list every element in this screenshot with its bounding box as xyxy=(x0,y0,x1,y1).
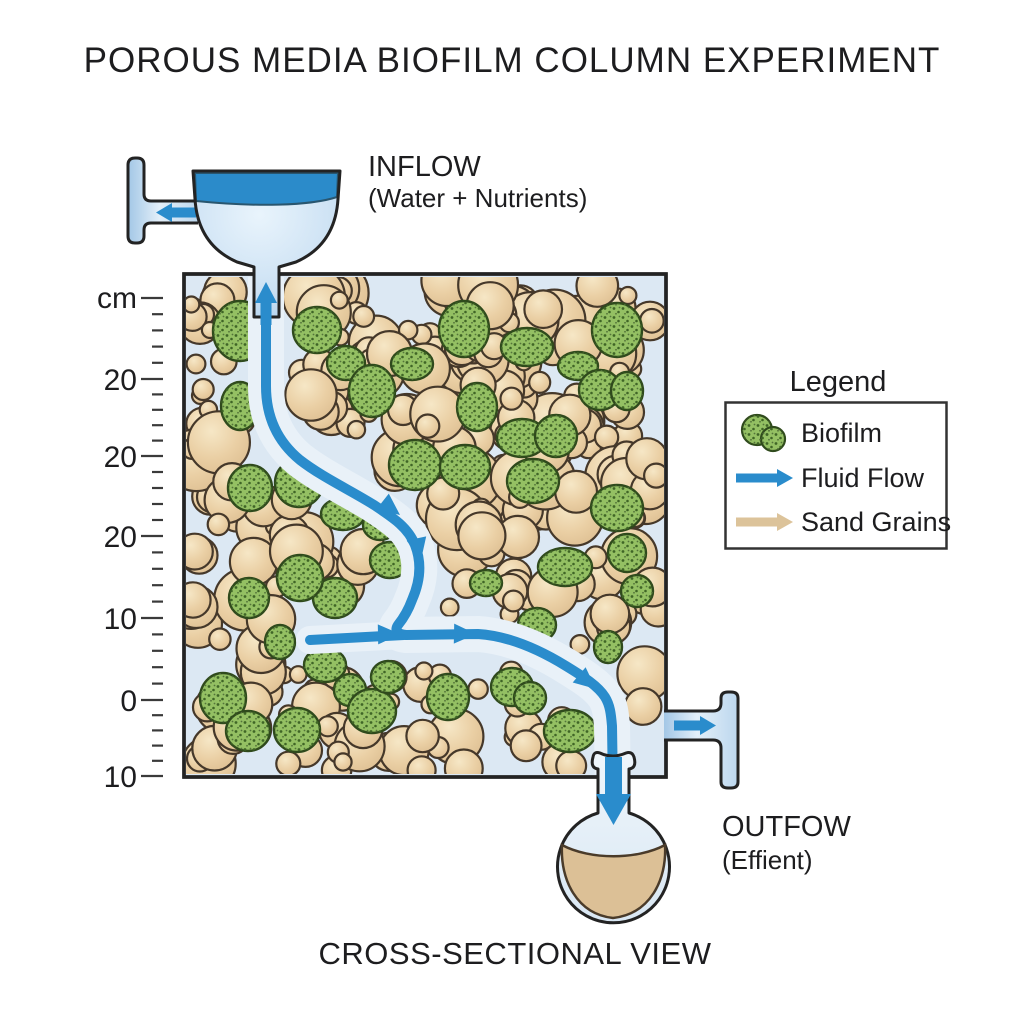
inflow-assembly xyxy=(126,156,342,325)
effluent-flask xyxy=(556,751,671,925)
outflow-label: OUTFOW xyxy=(722,811,851,843)
legend-item-sand-grains: Sand Grains xyxy=(736,507,951,537)
ruler-unit-label: cm xyxy=(97,282,137,315)
inflow-pipe-arrow xyxy=(156,203,196,222)
legend-item-label: Fluid Flow xyxy=(801,463,925,493)
view-caption: CROSS-SECTIONAL VIEW xyxy=(319,936,712,971)
ruler-tick-label: 10 xyxy=(104,761,137,794)
outflow-pipe-arrow xyxy=(674,716,716,735)
page-title: POROUS MEDIA BIOFILM COLUMN EXPERIMENT xyxy=(84,41,941,80)
funnel-bowl-water xyxy=(193,171,340,317)
funnel-water-surface xyxy=(193,172,340,206)
fluid-flow-arrowheads xyxy=(376,493,596,689)
ruler-tick-label: 0 xyxy=(120,685,137,718)
inflow-sublabel: (Water + Nutrients) xyxy=(368,183,587,213)
flask-liquid xyxy=(560,842,667,920)
biofilm-swatch-icon xyxy=(740,413,787,453)
ruler-scale: cm 20 20 20 10 0 10 xyxy=(97,282,163,794)
ruler-tick-label: 20 xyxy=(104,521,137,554)
legend-item-label: Sand Grains xyxy=(801,507,951,537)
legend-item-label: Biofilm xyxy=(801,418,882,448)
ruler-tick-label: 20 xyxy=(104,364,137,397)
column-border xyxy=(182,272,668,779)
funnel-outline xyxy=(191,169,342,319)
outflow-assembly xyxy=(664,690,740,790)
flask-neck-arrow xyxy=(596,757,631,825)
outflow-sublabel: (Effient) xyxy=(722,845,813,875)
fluid-flow-arrow-icon xyxy=(736,469,793,487)
ruler-tick-label: 10 xyxy=(104,603,137,636)
inflow-label: INFLOW xyxy=(368,151,481,183)
inlet-arrow xyxy=(255,282,277,325)
legend: Legend Biofilm Fluid Flow Sand Grains xyxy=(724,366,951,550)
inflow-side-pipe xyxy=(126,156,198,245)
porous-media-column xyxy=(182,271,668,795)
ruler-ticks xyxy=(141,296,163,778)
outflow-side-pipe xyxy=(664,690,740,790)
sand-grains-arrow-icon xyxy=(736,513,793,531)
legend-item-fluid-flow: Fluid Flow xyxy=(736,463,925,493)
ruler-tick-label: 20 xyxy=(104,441,137,474)
legend-title: Legend xyxy=(790,366,887,398)
legend-item-biofilm: Biofilm xyxy=(740,413,882,453)
